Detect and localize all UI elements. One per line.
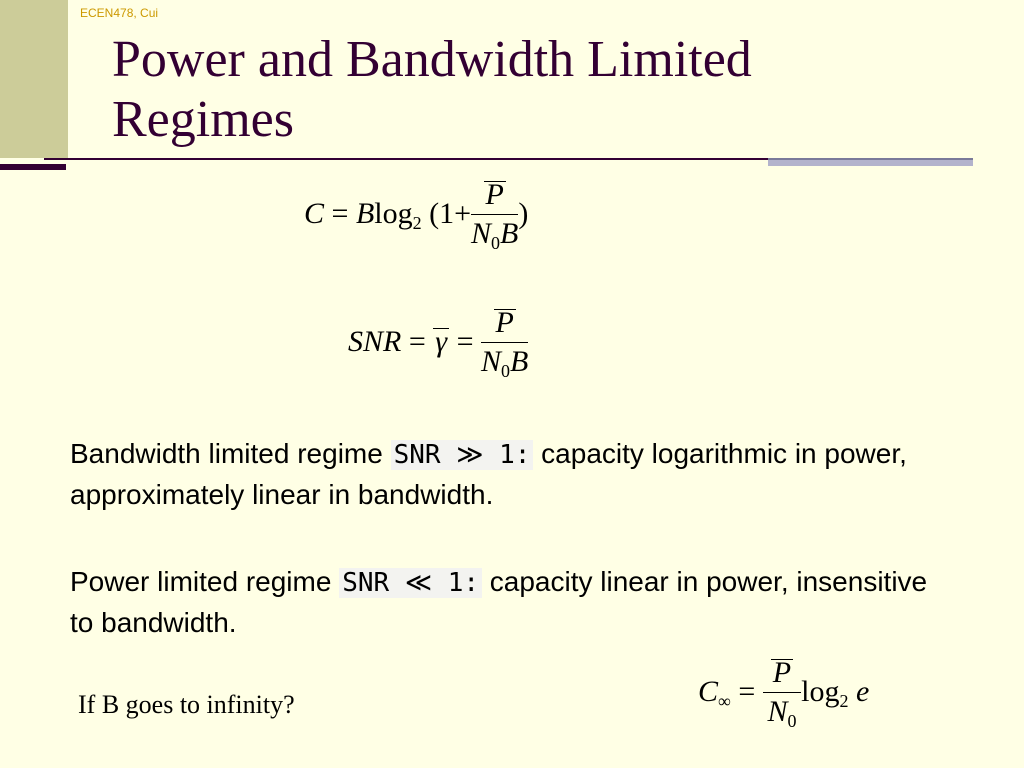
eq1-equals: = [331,196,349,230]
para2-text-pre: Power limited regime [70,566,340,597]
eq2-numerator: P [493,306,516,339]
eq3-lhs-sub: ∞ [718,690,731,711]
bandwidth-limited-paragraph: Bandwidth limited regime SNR ≫ 1: capaci… [70,434,940,515]
infinity-question: If B goes to infinity? [78,690,295,719]
eq1-numerator: P [483,178,506,211]
side-accent-bar [0,0,68,158]
para1-text-post: capacity logarithmic in power, approxima… [70,438,907,510]
para1-snr-condition: SNR ≫ 1: [390,440,534,470]
eq3-log-base: 2 [839,690,849,711]
title-underline-accent-right-edge [768,158,973,160]
eq2-denominator: N [481,345,502,378]
eq1-log: log [374,196,413,230]
eq1-log-base: 2 [412,212,422,233]
course-tag: ECEN478, Cui [80,6,159,20]
eq3-denominator: N [767,695,788,728]
power-limited-paragraph: Power limited regime SNR ≪ 1: capacity l… [70,562,940,643]
title-underline-accent-right [768,158,973,166]
para2-snr-condition: SNR ≪ 1: [339,568,482,598]
eq2-denominator-sub: 0 [501,361,511,381]
eq2-equals-1: = [408,324,426,358]
eq3-numerator: P [770,656,794,689]
eq3-log: log [801,674,840,708]
eq3-lhs: C [698,674,719,708]
eq2-denominator-b: B [510,345,529,378]
title-underline [44,158,772,160]
title-underline-accent-left [0,164,66,170]
eq2-lhs: SNR [348,324,402,358]
eq1-denominator: N [471,217,492,250]
eq3-e: e [855,674,870,708]
para2-text-post: capacity linear in power, insensitive to… [70,566,928,638]
eq1-lhs: C [304,196,325,230]
eq3-equals: = [738,674,756,708]
eq2-equals-2: = [456,324,474,358]
eq3-denominator-sub: 0 [787,711,797,731]
eq1-denominator-sub: 0 [491,233,501,253]
eq1-denominator-b: B [500,217,519,250]
eq1-close: ) [518,196,529,230]
eq1-bandwidth: B [355,196,375,230]
eq1-open: (1+ [429,196,472,230]
para1-text-pre: Bandwidth limited regime [70,438,391,469]
slide-title: Power and Bandwidth Limited Regimes [112,31,752,148]
eq2-gamma: γ [433,324,450,358]
